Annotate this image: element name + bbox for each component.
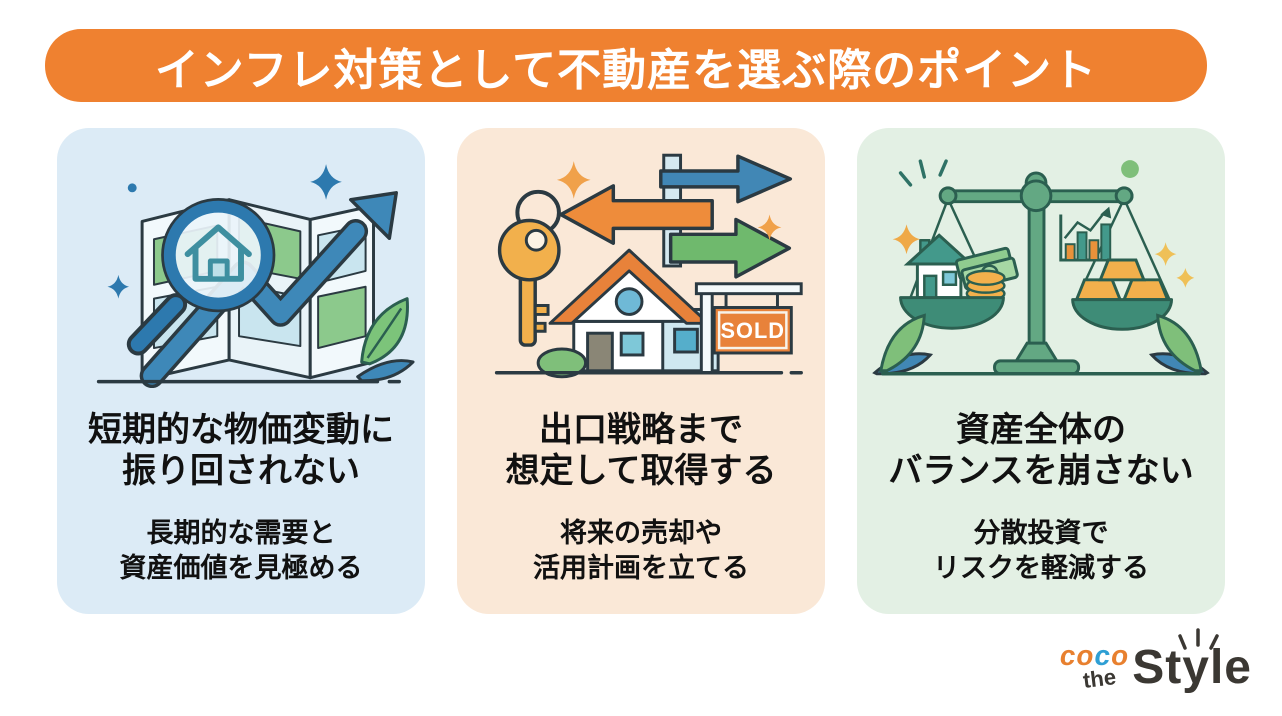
round-window	[614, 287, 644, 316]
arrow-right-green-icon	[668, 217, 792, 279]
card-subtitle: 分散投資で リスクを軽減する	[933, 516, 1149, 587]
card-title: 資産全体の バランスを崩さない	[888, 410, 1193, 492]
card-subtitle-line1: 将来の売却や	[560, 517, 722, 548]
door	[586, 331, 614, 373]
sparkle-icon	[757, 214, 782, 241]
card-subtitle: 将来の売却や 活用計画を立てる	[533, 516, 749, 587]
page-title: インフレ対策として不動産を選ぶ際のポイント	[154, 45, 1098, 95]
left-pan	[899, 296, 1005, 330]
cards-row: 短期的な物価変動に 振り回されない 長期的な需要と 資産価値を見極める	[57, 128, 1225, 614]
card-subtitle-line2: 活用計画を立てる	[533, 553, 749, 584]
logo-the: the	[1081, 664, 1118, 693]
card-subtitle-line1: 長期的な需要と	[146, 517, 336, 548]
bush	[536, 347, 588, 379]
card-subtitle-line2: リスクを軽減する	[933, 553, 1149, 584]
sparkle-icon	[556, 161, 591, 199]
logo-coco-the: coco the	[1058, 640, 1132, 693]
card-subtitle: 長期的な需要と 資産価値を見極める	[120, 516, 363, 587]
logo-style-wrap: Style	[1132, 628, 1252, 694]
house-icon	[536, 248, 720, 379]
sparkle-icon	[1176, 267, 1195, 288]
bar-chart-icon	[1059, 206, 1112, 262]
card-title: 短期的な物価変動に 振り回されない	[88, 410, 394, 492]
card-title-line2: 振り回されない	[122, 451, 360, 490]
balance-scale-illustration	[863, 138, 1219, 388]
card-title-line1: 出口戦略まで	[538, 411, 743, 449]
house-icon	[184, 224, 252, 282]
dot-icon	[1121, 160, 1139, 178]
key-icon	[497, 189, 561, 347]
gold-bars-icon	[1074, 258, 1170, 302]
sparkle-burst-icon	[1178, 628, 1220, 650]
card-title: 出口戦略まで 想定して取得する	[506, 410, 777, 492]
right-pan	[1071, 298, 1174, 331]
card-title-line2: バランスを崩さない	[888, 451, 1194, 490]
sold-sign-label: SOLD	[721, 318, 785, 343]
sparkle-icon	[1154, 242, 1177, 266]
brand-logo: coco the Style	[1058, 628, 1252, 694]
card-title-line1: 資産全体の	[955, 411, 1126, 449]
growth-arrow-icon	[139, 191, 398, 388]
logo-style: Style	[1132, 641, 1252, 694]
card-exit-strategy: SOLD 出口戦略まで 想定して取得する 将来の売却や 活用計画を立てる	[457, 128, 825, 614]
sparkle-icon	[310, 164, 342, 200]
card-subtitle-line1: 分散投資で	[973, 517, 1109, 548]
window	[619, 331, 645, 357]
radiance-lines	[898, 159, 948, 187]
card-price-fluctuations: 短期的な物価変動に 振り回されない 長期的な需要と 資産価値を見極める	[57, 128, 425, 614]
card-title-line2: 想定して取得する	[505, 451, 777, 490]
balance-scale-icon	[909, 171, 1171, 376]
card-title-line1: 短期的な物価変動に	[88, 411, 394, 449]
magnifier-map-arrow-illustration	[63, 138, 419, 388]
header-banner: インフレ対策として不動産を選ぶ際のポイント	[45, 29, 1207, 102]
arrow-right-blue-icon	[659, 154, 793, 204]
key-house-sold-illustration: SOLD	[463, 138, 819, 388]
dot-icon	[127, 183, 137, 193]
sparkle-icon	[892, 224, 921, 255]
arrow-left-orange-icon	[559, 184, 714, 245]
card-asset-balance: 資産全体の バランスを崩さない 分散投資で リスクを軽減する	[857, 128, 1225, 614]
sparkle-icon	[107, 274, 130, 299]
magnifier-icon	[126, 197, 276, 356]
sold-sign-icon: SOLD	[694, 282, 803, 375]
card-subtitle-line2: 資産価値を見極める	[119, 553, 363, 584]
